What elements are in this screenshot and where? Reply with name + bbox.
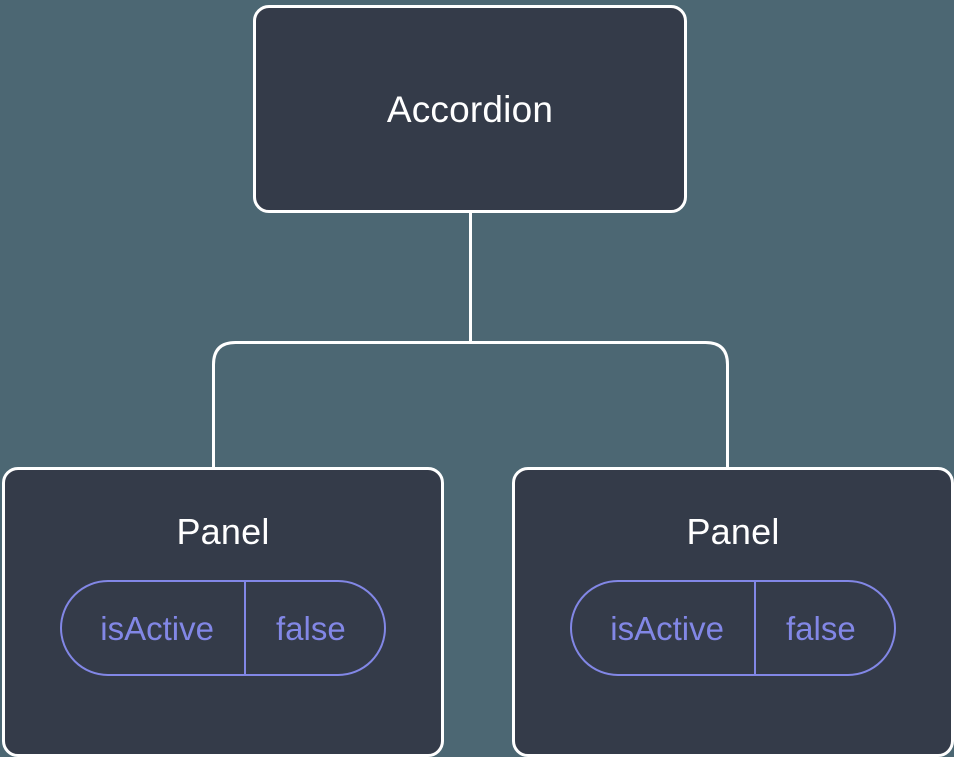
- node-panel-1[interactable]: Panel isActive false: [2, 467, 444, 757]
- connector-branch-left: [212, 341, 471, 470]
- connector-branch-right: [470, 341, 729, 470]
- state-badge-panel-1[interactable]: isActive false: [60, 580, 386, 676]
- state-badge-panel-2[interactable]: isActive false: [570, 580, 896, 676]
- state-badge-value: false: [243, 582, 384, 674]
- node-accordion-label: Accordion: [386, 88, 554, 130]
- state-badge-key: isActive: [100, 609, 214, 647]
- component-tree-diagram: Accordion Panel isActive false Panel isA…: [2, 5, 954, 757]
- node-panel-1-label: Panel: [176, 511, 270, 552]
- state-badge-value: false: [753, 582, 894, 674]
- node-panel-2-label: Panel: [686, 511, 780, 552]
- node-accordion[interactable]: Accordion: [253, 5, 687, 213]
- state-badge-key: isActive: [610, 609, 724, 647]
- node-panel-2[interactable]: Panel isActive false: [512, 467, 954, 757]
